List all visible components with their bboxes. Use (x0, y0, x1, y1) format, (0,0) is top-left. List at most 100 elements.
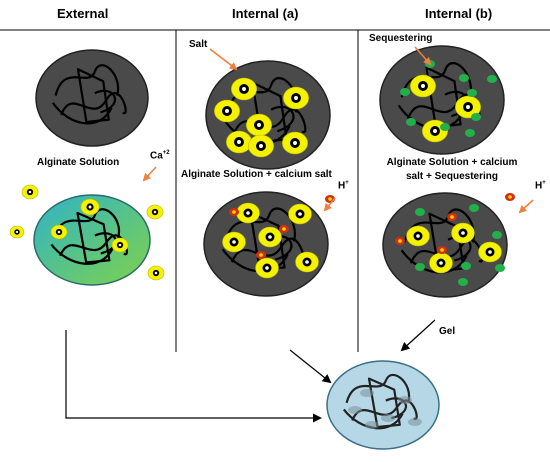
polymer-chain (249, 211, 286, 272)
proton (505, 193, 515, 201)
gel-bead-body (326, 360, 440, 450)
sequestrant (465, 129, 475, 137)
calcium-ion (248, 134, 274, 158)
heading-internal-b: Internal (b) (425, 6, 493, 21)
polymer-chain (54, 64, 120, 96)
gel-crosslink (348, 406, 362, 414)
alginate-gel-external (33, 194, 151, 286)
external-to-gel-arrow (65, 330, 322, 423)
calcium-ion (429, 252, 453, 274)
calcium-ion (236, 202, 260, 224)
label-salt: Salt (189, 39, 208, 50)
calcium-ion (111, 237, 129, 253)
calcium-ion (146, 204, 164, 220)
polymer-chain (76, 68, 110, 124)
internal-b-to-gel-arrow (400, 319, 436, 352)
polymer-chain (51, 102, 113, 125)
label-sequestering: Sequestering (369, 33, 433, 44)
sequestrant (415, 263, 425, 271)
sequestering-arrow (414, 46, 432, 66)
proton (279, 225, 289, 233)
gel-crosslink (365, 421, 379, 429)
panel-frame (0, 29, 550, 352)
calcium-ion (283, 86, 309, 110)
calcium-ion (222, 231, 246, 253)
salt-arrow (209, 48, 238, 71)
sequestrant (495, 264, 505, 272)
label-alginate-solution: Alginate Solution (37, 157, 120, 168)
polymer-chain (53, 208, 121, 239)
internal-a-to-gel-arrow (289, 349, 332, 384)
proton (229, 208, 239, 216)
label-alginate-calcium-seq-line2: salt + Sequestering (406, 171, 498, 182)
label-gel: Gel (439, 326, 456, 337)
calcium-ion (21, 184, 39, 200)
sequestrant (406, 118, 416, 126)
proton-arrow-b (518, 199, 534, 214)
calcium-ion (255, 257, 279, 279)
polymer-chain (425, 66, 462, 129)
sphere-body (33, 194, 151, 286)
proton (437, 246, 447, 254)
alginate-sphere-external (35, 49, 149, 147)
calcium-ion (226, 130, 252, 154)
heading-external: External (57, 6, 109, 21)
label-proton-a: H+ (338, 180, 349, 192)
particles (9, 60, 515, 286)
sequestrant (415, 208, 425, 216)
gel-crosslink (360, 389, 374, 397)
calcium-ion (214, 99, 240, 123)
sphere-body (382, 192, 508, 298)
sphere-body (35, 49, 149, 147)
calcium-ion (455, 95, 481, 119)
calcium-ion (147, 265, 165, 281)
polymer-chain (270, 105, 295, 133)
calcium-ion (258, 226, 282, 248)
sequestrant (471, 113, 481, 121)
gel-bead (326, 360, 440, 450)
label-alginate-calcium-seq-line1: Alginate Solution + calcium (386, 157, 518, 168)
sequestrant (400, 88, 410, 96)
gel-crosslink (381, 414, 395, 422)
polymer-chain (76, 211, 111, 264)
calcium-ion (288, 203, 312, 225)
calcium-ion (451, 222, 475, 244)
sequestrant (459, 74, 469, 82)
sequestrant (440, 123, 450, 131)
calcium-ion (295, 251, 319, 273)
calcium-ion (410, 74, 436, 98)
proton (256, 251, 266, 259)
calcium-ion (9, 225, 25, 239)
proton-arrow-a (323, 197, 336, 212)
calcium-ion (246, 113, 272, 137)
polymer-chain (94, 89, 116, 114)
gel-crosslink (398, 396, 412, 404)
process-arrows (142, 46, 534, 214)
calcium-arrow (142, 166, 157, 182)
calcium-ion (80, 198, 100, 216)
label-proton-b: H+ (535, 180, 546, 192)
polymer-chain (345, 373, 411, 404)
proton (447, 213, 457, 221)
calcium-ion (406, 225, 430, 247)
sequestrant (469, 204, 479, 212)
sequestrant (461, 262, 471, 270)
calcium-ion (478, 241, 502, 263)
alginate-sphere-internal-b-acid (382, 192, 508, 298)
calcium-ion (231, 77, 257, 101)
sequestrant (458, 278, 468, 286)
proton (395, 237, 405, 245)
polymer-chain (94, 232, 117, 255)
label-calcium-ion: Ca+2 (150, 150, 170, 162)
polymer-chain (50, 243, 114, 265)
sequestrant (487, 75, 497, 83)
sequestrant (467, 89, 477, 97)
gel-crosslink (408, 418, 422, 426)
label-alginate-calcium-salt: Alginate Solution + calcium salt (181, 169, 332, 180)
calcium-ion (50, 224, 68, 240)
flow-arrows (65, 319, 436, 423)
sphere-body (326, 360, 440, 450)
calcium-ion (282, 131, 308, 155)
heading-internal-a: Internal (a) (232, 6, 299, 21)
